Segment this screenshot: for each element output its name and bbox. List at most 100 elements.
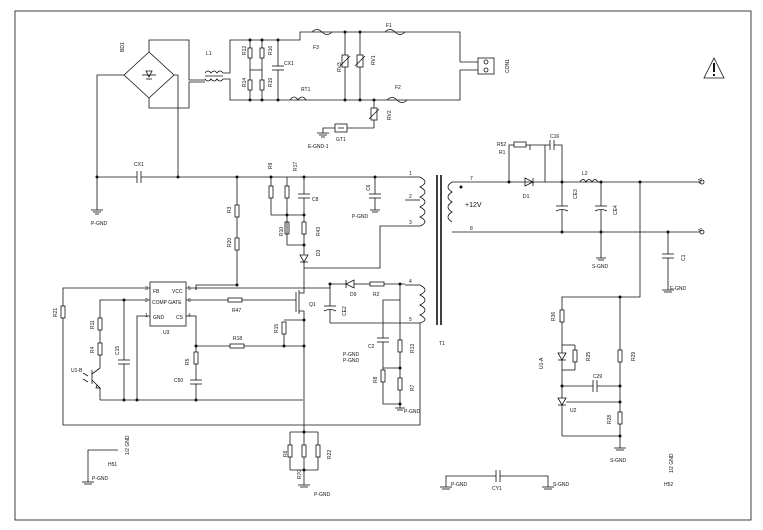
label-pin2: 2 [409, 194, 412, 200]
varistor-rv1 [354, 32, 366, 100]
label-ce3: CE3 [573, 189, 579, 199]
label-c29: C29 [593, 374, 602, 380]
label-t1: T1 [439, 341, 445, 347]
resistor-r36 [559, 309, 565, 345]
label-fb: FB [153, 289, 160, 295]
label-r20: R20 [227, 238, 233, 247]
label-sgnd-cy1: S-GND [553, 482, 570, 488]
fuse-f2 [386, 97, 408, 103]
label-r25: R25 [586, 352, 592, 361]
resistor-r29 [617, 297, 623, 412]
label-r2: R2 [373, 292, 380, 298]
resistor-r4 [97, 342, 103, 356]
y-capacitor-cy1 [440, 470, 554, 490]
electrolytic-ce4 [594, 182, 608, 258]
ground-symbol-pgnd-h51 [82, 481, 94, 485]
label-c15: C15 [115, 346, 121, 355]
label-r3: R3 [227, 206, 233, 213]
label-pgnd-c6: P-GND [352, 214, 369, 220]
label-u2: U2 [570, 408, 577, 414]
label-d3: D3 [316, 249, 322, 256]
label-r9: R9 [268, 162, 274, 169]
resistor-r5 [193, 351, 199, 365]
label-gnd: GND [153, 315, 165, 321]
label-pin4: 4 [409, 279, 412, 285]
label-h52: H52 [664, 482, 673, 488]
label-f1: F1 [386, 23, 392, 29]
fuse-f3 [311, 29, 333, 35]
ground-symbol-pgnd-left [91, 209, 103, 215]
label-r6: R6 [283, 450, 289, 457]
label-d1: D1 [523, 194, 530, 200]
label-r17: R17 [293, 162, 299, 171]
label-ic-pin3: 3 [145, 286, 148, 292]
label-r43: R43 [316, 227, 322, 236]
label-cx1-top: CX1 [284, 61, 294, 67]
snubber-network [268, 177, 310, 240]
fuse-f1 [384, 29, 406, 35]
varistor-rv2 [368, 100, 380, 128]
label-rt1: RT1 [301, 87, 311, 93]
label-f3: F3 [313, 45, 319, 51]
rectifier-diode-d1 [524, 177, 534, 187]
label-rv3: RV3 [337, 62, 343, 72]
label-pgnd-r7: P-GND [404, 409, 421, 415]
capacitor-c6 [369, 177, 381, 213]
label-q1: Q1 [309, 302, 316, 308]
label-r19: R19 [268, 78, 274, 87]
label-r16: R16 [268, 46, 274, 55]
label-r5: R5 [185, 358, 191, 365]
label-egnd1: E-GND-1 [308, 144, 329, 150]
label-ic-pin6: 6 [188, 298, 191, 304]
resistor-r11 [97, 317, 103, 331]
mosfet-q1 [295, 268, 305, 320]
label-f2: F2 [395, 85, 401, 91]
label-comp-gate: COMP GATE [152, 300, 182, 306]
label-r22: R22 [327, 450, 333, 459]
label-pgnd-cy1: P-GND [451, 482, 468, 488]
label-r70: R70 [297, 470, 303, 479]
label-h51: H51 [108, 462, 117, 468]
resistor-r25 [562, 345, 578, 371]
startup-resistors [234, 177, 240, 285]
gas-tube-gt1 [334, 123, 348, 133]
label-u1b: U1-B [71, 368, 83, 374]
heatsink-h51-wire [87, 449, 118, 482]
label-r10: R10 [279, 227, 285, 236]
ground-symbol-sgnd-mid [596, 257, 606, 261]
label-l2: L2 [582, 171, 588, 177]
label-pgnd-bottom: P-GND [314, 492, 331, 498]
label-c8: C8 [312, 197, 319, 203]
x-capacitor-cx1-top [272, 40, 284, 100]
diode-d9 [345, 279, 355, 289]
label-r12: R12 [242, 46, 248, 55]
label-rv1: RV1 [371, 55, 377, 65]
label-c2: C2 [368, 344, 375, 350]
label-u3: U3 [163, 330, 170, 336]
label-pgnd-c2b: P-GND [343, 358, 360, 364]
common-mode-choke-l1 [204, 70, 224, 82]
connector-con1 [477, 57, 495, 75]
label-egnd-c1: E-GND [670, 286, 687, 292]
ground-symbol-egnd1 [317, 132, 329, 138]
optocoupler-transistor-u1b [82, 367, 101, 389]
label-r15: R15 [274, 324, 280, 333]
bridge-rectifier-bd1 [123, 51, 175, 99]
controller-ic-u3 [149, 281, 187, 327]
thermistor-rt1 [289, 96, 307, 101]
label-pgnd-c2a: P-GND [343, 352, 360, 358]
optocoupler-led-u1a [557, 345, 567, 385]
capacitor-c50 [190, 379, 202, 400]
varistor-rv3 [339, 32, 351, 100]
label-pin7: 7 [470, 176, 473, 182]
label-r36: R36 [551, 312, 557, 321]
clamp-network [284, 215, 309, 268]
resistor-r13 [397, 339, 403, 353]
label-r52: R52 [497, 142, 506, 148]
label-r4: R4 [90, 346, 96, 353]
label-ce4: CE4 [613, 205, 619, 215]
label-ic-pin5: 5 [188, 286, 191, 292]
label-vminus: V- [696, 228, 702, 233]
transformer-t1 [405, 175, 470, 325]
